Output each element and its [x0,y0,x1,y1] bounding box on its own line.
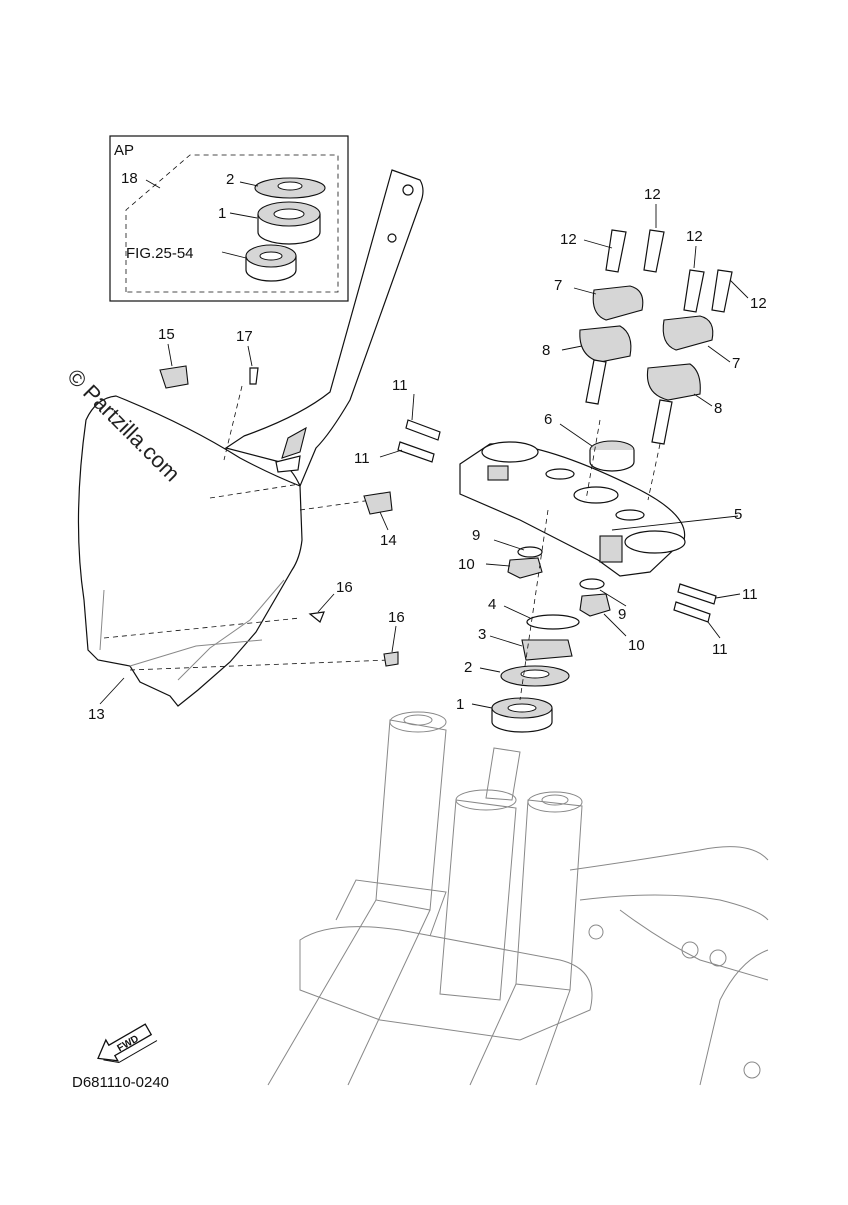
callout-5: 5 [734,506,742,523]
diagram-code: D681110-0240 [72,1074,169,1091]
fig-reference: FIG.25-54 [126,245,194,262]
inset-callout-2: 2 [226,171,234,188]
callout-14: 14 [380,532,397,549]
fork-assembly-background [267,711,769,1086]
inset-bearing [257,201,321,245]
callout-10-b: 10 [628,637,645,654]
callout-12-c: 12 [686,228,703,245]
callout-7-b: 7 [732,355,740,372]
callouts: 15 17 11 11 12 12 12 12 7 7 8 8 6 5 9 10… [88,186,767,723]
callout-13: 13 [88,706,105,723]
callout-8-b: 8 [714,400,722,417]
bolts-11 [397,419,717,623]
callout-18: 18 [121,170,138,187]
callout-11-upper-a: 11 [392,377,408,394]
number-plate [77,169,424,707]
callout-8-a: 8 [542,342,550,359]
callout-2: 2 [464,659,472,676]
inset-box: AP 18 2 1 FIG.25-54 [109,135,349,302]
upper-bracket [459,441,739,577]
callout-16-b: 16 [388,609,405,626]
callout-11-lower-a: 11 [742,586,758,603]
fwd-label: FWD [116,1033,141,1054]
callout-12-d: 12 [750,295,767,312]
callout-1: 1 [456,696,464,713]
inset-washer [254,177,326,199]
inset-callout-1: 1 [218,205,226,222]
stem-stack [491,546,611,733]
callout-9-b: 9 [618,606,626,623]
callout-12-b: 12 [560,231,577,248]
fwd-arrow-icon: FWD [97,1023,158,1064]
callout-17: 17 [236,328,253,345]
callout-11-upper-b: 11 [354,450,370,467]
callout-3: 3 [478,626,486,643]
inset-lower-bearing [245,244,297,282]
callout-16-a: 16 [336,579,353,596]
callout-10-a: 10 [458,556,475,573]
callout-7-a: 7 [554,277,562,294]
inset-title: AP [114,142,134,159]
callout-9-a: 9 [472,527,480,544]
handlebar-clamps [579,229,733,472]
leader-lines [99,204,749,709]
callout-11-lower-b: 11 [712,641,728,658]
callout-4: 4 [488,596,496,613]
callout-12-a: 12 [644,186,661,203]
callout-15: 15 [158,326,175,343]
clips-and-screws [159,365,399,667]
callout-6: 6 [544,411,552,428]
